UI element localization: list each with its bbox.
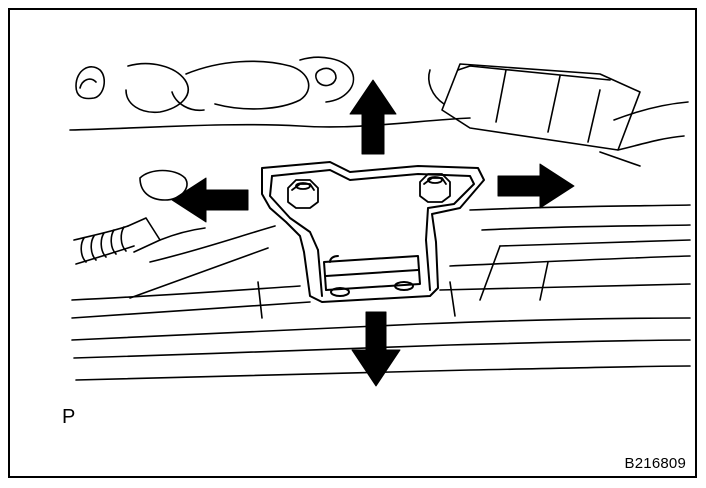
upper-left-components (75, 56, 355, 114)
bolt-left (287, 179, 319, 209)
bolt-right (419, 173, 451, 203)
upper-right-connector (428, 63, 689, 167)
arrow-right (497, 163, 575, 209)
view-label: P (62, 406, 76, 428)
figure-id: B216809 (624, 455, 686, 472)
body-panel-lines (69, 117, 691, 381)
direction-arrows (171, 79, 575, 387)
hinge-bolts (287, 173, 451, 209)
arrow-down (351, 311, 401, 387)
arrow-left (171, 177, 249, 223)
arrow-up (349, 79, 397, 155)
wire-harness (73, 169, 206, 265)
door-hinge (261, 161, 485, 303)
